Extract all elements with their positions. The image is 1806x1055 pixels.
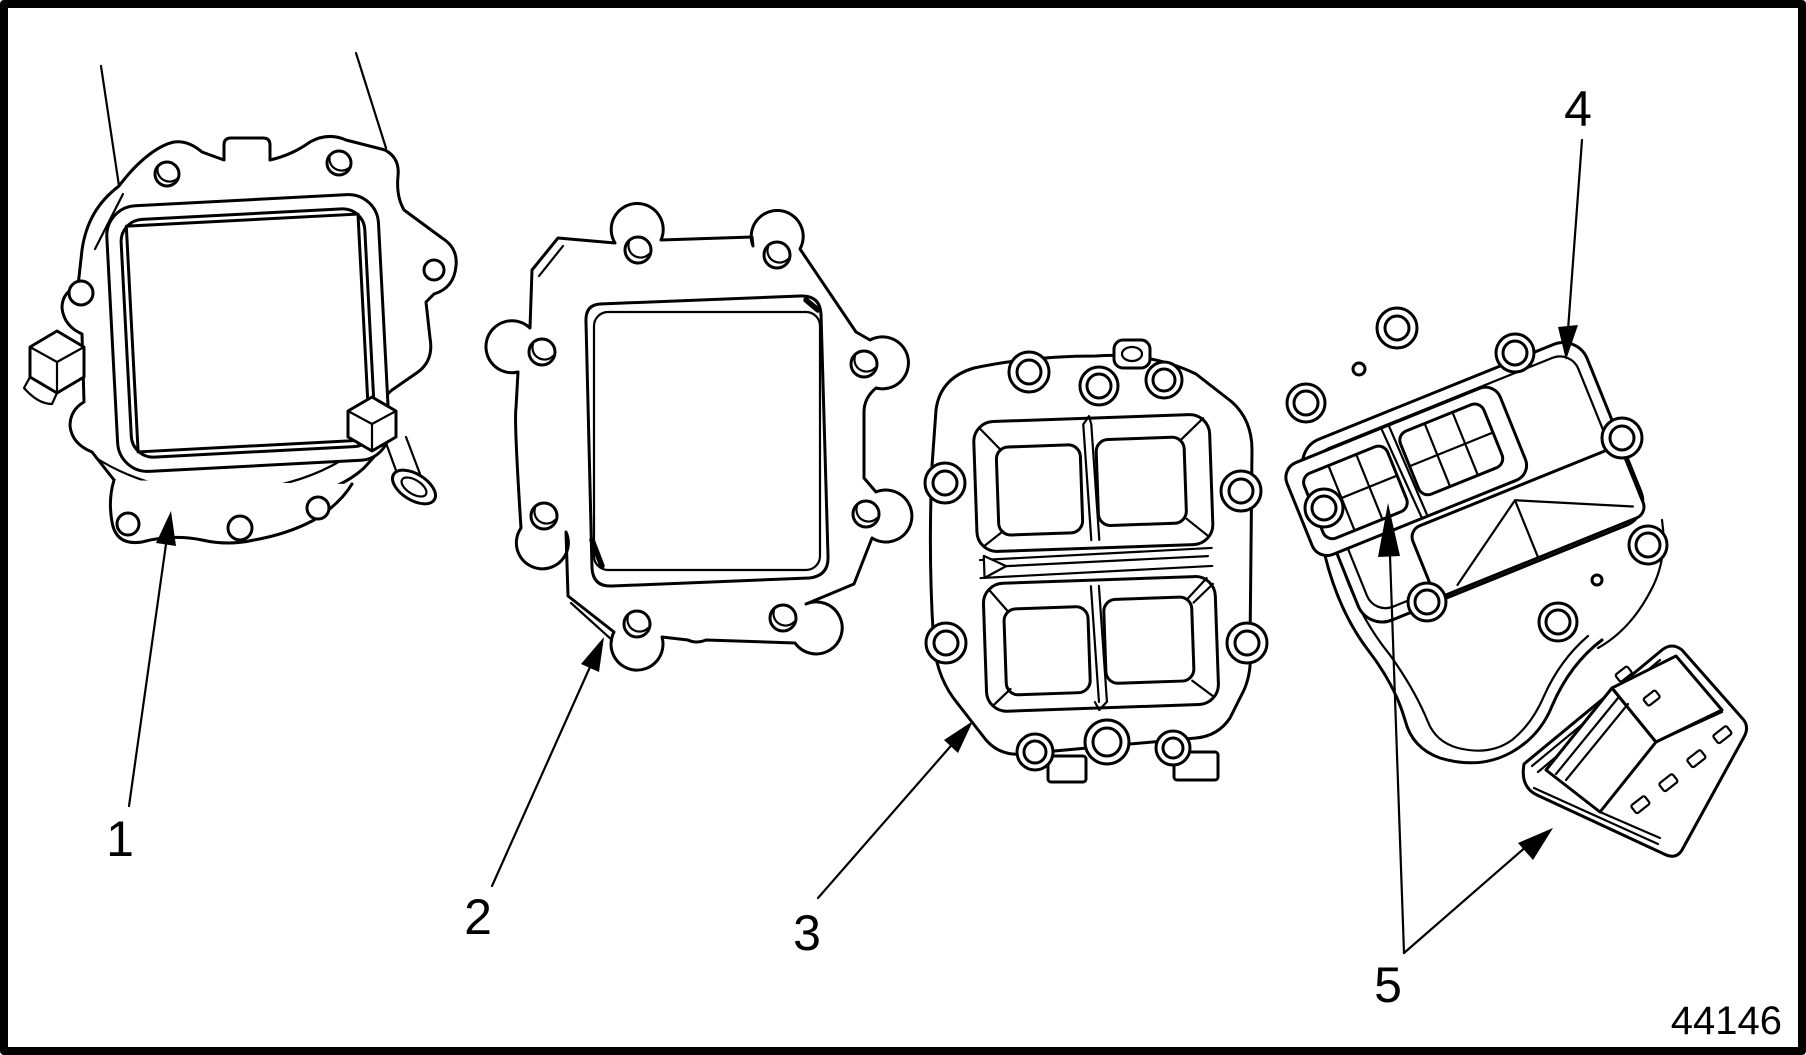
gasket-opening-inner-line	[592, 310, 822, 572]
plate-foot	[1046, 754, 1088, 784]
engine-outline-line	[354, 51, 388, 150]
reed-screen-grid	[1408, 411, 1495, 488]
housing-flange	[1284, 341, 1646, 624]
part-5-reed-valve-assembly	[1521, 644, 1749, 858]
bolt-hole	[422, 258, 446, 282]
bolt-hole	[305, 495, 331, 521]
bolt-hole	[67, 279, 95, 307]
arrowhead-icon	[1378, 503, 1400, 557]
plate-lug	[1112, 338, 1152, 370]
hex-bolt-right	[346, 395, 437, 506]
part-3-valve-cover-plate	[923, 338, 1269, 784]
gasket-bolt-holes	[527, 235, 881, 639]
bolt-hole	[115, 511, 141, 537]
plate-bolt-holes	[923, 350, 1269, 772]
callout-3: 3	[793, 721, 973, 961]
callout-label-2: 2	[464, 889, 492, 945]
lug-hole	[1120, 345, 1144, 363]
leader-line	[490, 656, 596, 888]
reed-cage-wedge	[1544, 654, 1724, 840]
gasket-shading	[589, 537, 605, 569]
arrowhead-icon	[944, 721, 973, 753]
leader-line	[1402, 843, 1530, 955]
housing-skirt-line	[1338, 558, 1590, 752]
plate-pockets	[972, 413, 1220, 713]
callout-label-4: 4	[1564, 81, 1592, 137]
callout-label-1: 1	[106, 811, 134, 867]
hex-bolt-left	[22, 329, 86, 406]
arrowhead-icon	[1558, 325, 1578, 360]
figure-number: 44146	[1671, 999, 1782, 1043]
bolt-hole	[226, 514, 254, 542]
hole-shading	[156, 164, 180, 183]
arrowhead-icon	[581, 637, 604, 672]
callout-label-3: 3	[793, 905, 821, 961]
callout-2: 2	[464, 637, 604, 945]
grille	[105, 193, 391, 473]
hole-shading	[328, 153, 352, 172]
leader-line	[127, 528, 170, 808]
leader-line	[1566, 138, 1584, 332]
engine-outline-line	[99, 64, 121, 188]
reed-block-slots	[1614, 665, 1733, 815]
arrowhead-icon	[156, 511, 176, 546]
leader-line	[816, 738, 958, 900]
housing-skirt	[1316, 518, 1604, 765]
gasket-edge-line	[569, 601, 614, 642]
part-2-gasket	[484, 202, 914, 672]
callout-5: 5	[1374, 503, 1553, 1013]
leader-line	[1388, 554, 1406, 955]
gasket-edge-line	[537, 244, 565, 278]
cavity-funnel-lines	[1456, 499, 1634, 587]
grille-slots	[124, 212, 372, 454]
gasket-shading	[803, 297, 821, 313]
callout-label-5: 5	[1374, 957, 1402, 1013]
gasket-opening	[584, 294, 830, 588]
callout-4: 4	[1558, 81, 1592, 360]
part-1-intake-cover-grille	[22, 51, 458, 545]
callout-1: 1	[106, 511, 176, 867]
arrowhead-icon	[1518, 828, 1553, 860]
housing-bolt-holes	[1285, 306, 1669, 643]
